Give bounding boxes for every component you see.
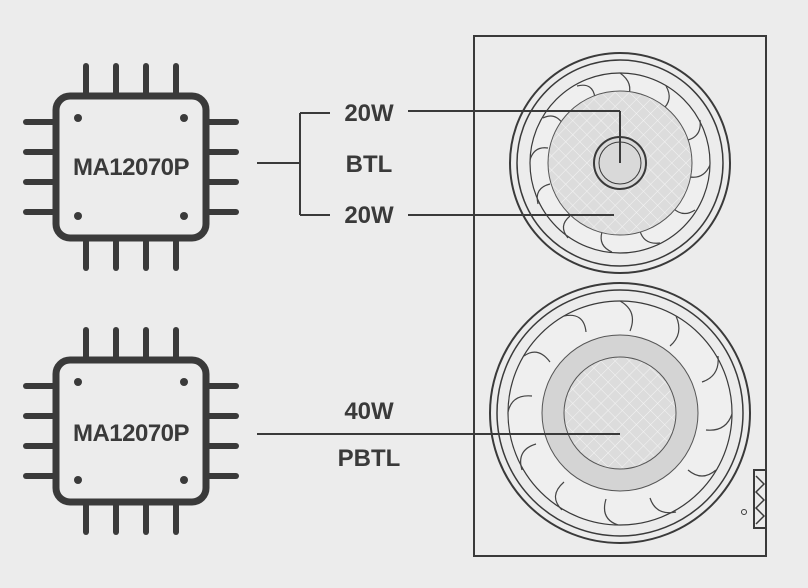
chip-label-top: MA12070P (73, 154, 190, 181)
connection-lines (257, 110, 621, 435)
woofer-speaker-icon (489, 282, 751, 544)
btl-mode-label: BTL (346, 151, 393, 178)
chip-label-bottom: MA12070P (73, 420, 190, 447)
ic-chip-icon (23, 63, 239, 271)
pbtl-power-label: 40W (344, 398, 394, 425)
connector-port-icon (741, 469, 767, 529)
pbtl-mode-label: PBTL (338, 445, 401, 472)
btl-bottom-power-label: 20W (344, 202, 394, 229)
btl-top-power-label: 20W (344, 100, 394, 127)
ic-chip-icon (23, 327, 239, 535)
